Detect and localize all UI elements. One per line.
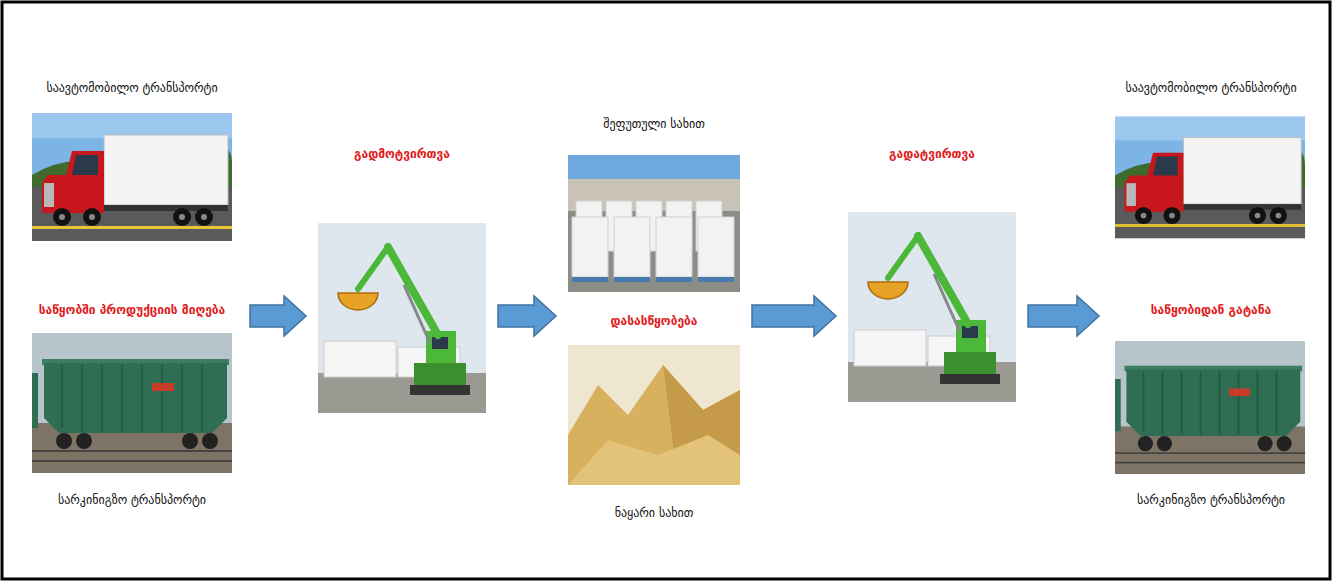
process-stage: გადატვირთვა xyxy=(842,140,1022,410)
stage-title: გადმოტვირთვა xyxy=(354,146,450,162)
crane-photo xyxy=(848,212,1016,402)
process-stage: საავტომობილო ტრანსპორტი საწყობში პროდუქცი… xyxy=(20,75,244,515)
stage-title: გადატვირთვა xyxy=(889,146,975,162)
stage-title: დასასწყობება xyxy=(611,313,698,329)
caption-text: სარკინიგზო ტრანსპორტი xyxy=(1137,492,1285,508)
caption-text: საავტომობილო ტრანსპორტი xyxy=(1125,80,1296,96)
stage-title: საწყობიდან გატანა xyxy=(1151,302,1271,318)
train-photo xyxy=(1115,341,1305,474)
caption-text: ნაყარი სახით xyxy=(615,505,694,521)
block-arrow xyxy=(1028,296,1099,336)
crane-photo xyxy=(318,223,486,413)
bags-photo xyxy=(568,155,740,292)
caption-text: საავტომობილო ტრანსპორტი xyxy=(46,80,217,96)
stage-title: საწყობში პროდუქციის მიღება xyxy=(39,302,226,318)
process-stage: გადმოტვირთვა xyxy=(312,140,492,420)
truck-photo xyxy=(1115,117,1305,239)
truck-photo xyxy=(32,113,232,241)
train-photo xyxy=(32,333,232,473)
process-stage: საავტომობილო ტრანსპორტი საწყობიდან გატანა… xyxy=(1105,75,1317,515)
block-arrow xyxy=(752,296,836,336)
block-arrow xyxy=(250,296,306,336)
block-arrow xyxy=(498,296,556,336)
caption-text: შეფუთული სახით xyxy=(603,116,705,132)
caption-text: სარკინიგზო ტრანსპორტი xyxy=(58,492,206,508)
sand-photo xyxy=(568,345,740,485)
process-stage: შეფუთული სახით დასასწყობება ნაყარი სახით xyxy=(562,110,746,530)
